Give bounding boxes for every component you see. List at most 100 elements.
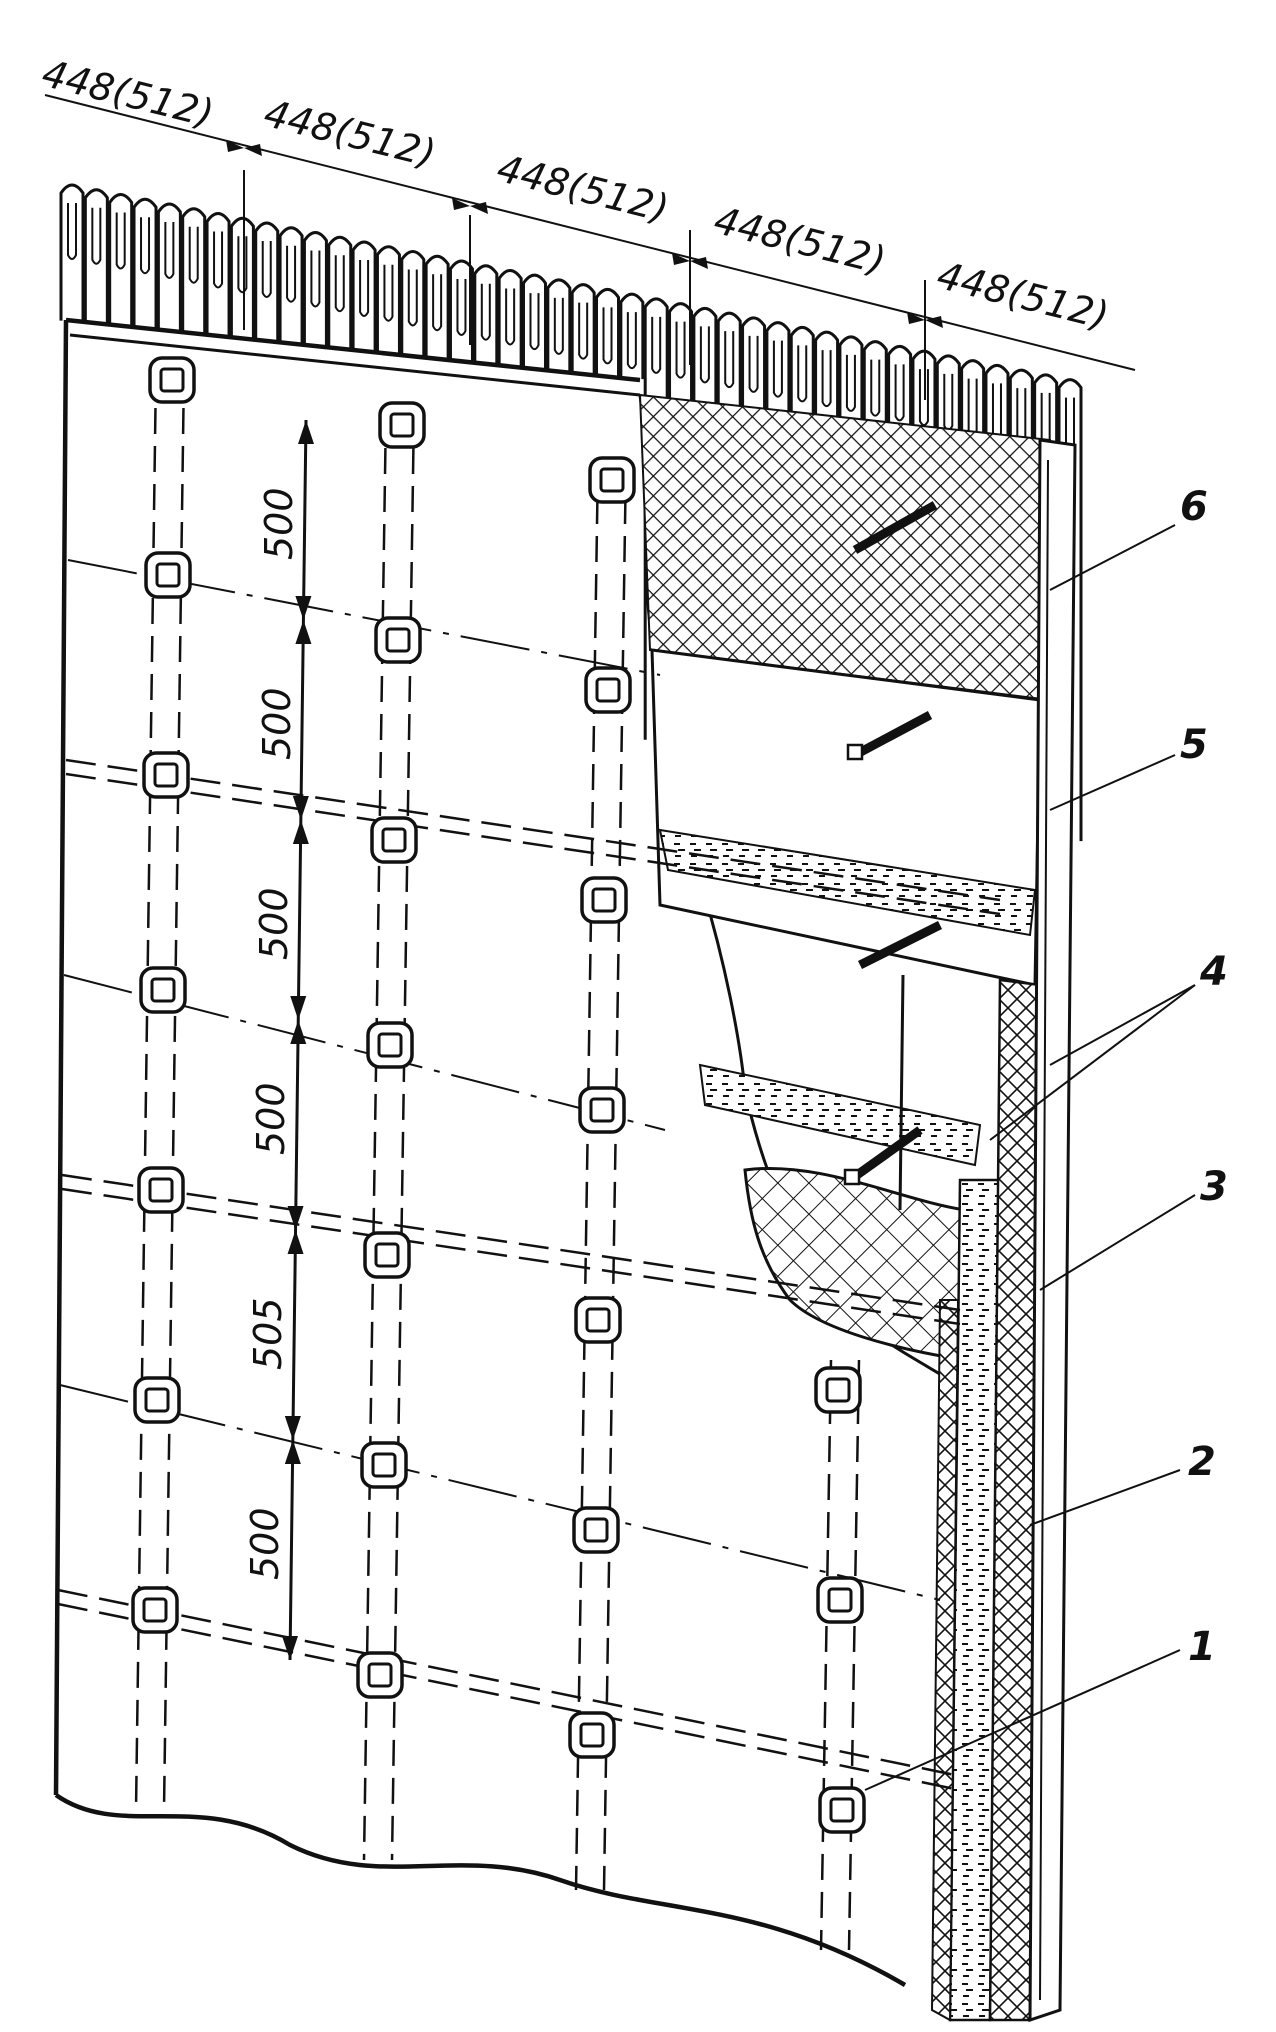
- callout-1: 1: [1188, 1624, 1216, 1670]
- clip: [588, 456, 636, 504]
- tube-inner: [699, 326, 710, 384]
- seam-line: [61, 1187, 961, 1326]
- clip: [131, 1586, 179, 1634]
- axis-line: [59, 1384, 941, 1601]
- clip: [578, 1086, 626, 1134]
- vertical-dimension-label-4: 500: [249, 1082, 293, 1155]
- tube-inner: [578, 302, 589, 360]
- dimension-arrow: [287, 1230, 304, 1254]
- callout-4: 4: [1199, 949, 1228, 995]
- vertical-dimension-label-2: 500: [255, 687, 299, 760]
- tube-inner: [261, 240, 272, 298]
- tube-inner: [359, 259, 370, 317]
- tube-inner: [480, 283, 491, 341]
- top-dimension-chain: [44, 94, 1136, 400]
- callout-5: 5: [1180, 722, 1208, 768]
- dimension-arrow: [290, 1020, 307, 1044]
- tube-inner: [91, 207, 102, 265]
- vertical-dimension-label-5: 505: [246, 1297, 290, 1370]
- tube-inner: [407, 269, 418, 327]
- tube: [497, 268, 523, 367]
- clip: [572, 1506, 620, 1554]
- tube: [302, 230, 328, 347]
- tube: [619, 292, 645, 380]
- tube-inner: [505, 288, 516, 346]
- callout-6: 6: [1180, 484, 1208, 530]
- top-dimension-label-1: 448(512): [38, 51, 218, 136]
- tube: [595, 287, 621, 377]
- tube: [59, 183, 85, 321]
- tube-inner: [918, 369, 929, 427]
- callout-leaders: [864, 524, 1196, 1791]
- clip: [568, 1711, 616, 1759]
- clip: [818, 1786, 866, 1834]
- clip: [816, 1576, 864, 1624]
- tube: [83, 188, 109, 324]
- dimension-arrow: [295, 620, 312, 644]
- tube: [351, 240, 377, 352]
- tube: [278, 226, 304, 344]
- tube: [327, 235, 353, 349]
- clip: [580, 876, 628, 924]
- callout-3: 3: [1200, 1164, 1228, 1210]
- dimension-arrow: [298, 420, 314, 444]
- vertical-dimension-chain: [282, 419, 314, 1661]
- tube-inner: [140, 217, 151, 275]
- tube-inner: [383, 264, 394, 322]
- clip: [370, 816, 418, 864]
- tube-inner: [529, 293, 540, 351]
- tube: [229, 216, 255, 339]
- tube-inner: [237, 236, 248, 294]
- clip: [360, 1441, 408, 1489]
- clip: [363, 1231, 411, 1279]
- clip: [139, 966, 187, 1014]
- clip-connectors: [131, 356, 866, 1834]
- top-dimension-label-2: 448(512): [260, 91, 440, 176]
- clip: [584, 666, 632, 714]
- clip: [366, 1021, 414, 1069]
- dimension-arrow: [295, 596, 312, 620]
- clip: [356, 1651, 404, 1699]
- tube: [448, 259, 474, 362]
- clip: [137, 1166, 185, 1214]
- tube-inner: [553, 297, 564, 355]
- top-dimension-label-3: 448(512): [493, 146, 673, 231]
- tube: [473, 264, 499, 364]
- tube-inner: [675, 321, 686, 379]
- tube-inner: [772, 340, 783, 398]
- vertical-dimension-label-3: 500: [252, 887, 296, 960]
- dimension-arrow: [284, 1440, 301, 1464]
- dimension-arrow: [292, 820, 309, 844]
- tube: [400, 249, 426, 357]
- tube-inner: [310, 250, 321, 308]
- seam-line: [65, 772, 1001, 916]
- tube-inner: [188, 226, 199, 284]
- tube: [181, 207, 207, 334]
- clip: [148, 356, 196, 404]
- tube-inner: [286, 245, 297, 303]
- tube-inner: [334, 255, 345, 313]
- tube-inner: [213, 231, 224, 289]
- tube-inner: [870, 359, 881, 417]
- tube-inner: [797, 345, 808, 403]
- tube-inner: [651, 316, 662, 374]
- dimension-arrow: [292, 796, 309, 820]
- tube: [254, 221, 280, 341]
- clip: [574, 1296, 622, 1344]
- tube-inner: [626, 312, 637, 370]
- clip: [378, 401, 426, 449]
- tube: [205, 212, 231, 336]
- tube-inner: [115, 212, 126, 270]
- seam-line: [65, 758, 1001, 902]
- tube-inner: [602, 307, 613, 365]
- band-edge: [819, 1359, 833, 1951]
- tube-inner: [67, 203, 77, 260]
- tube-inner: [821, 350, 832, 408]
- tube: [570, 283, 596, 375]
- tube: [546, 278, 572, 372]
- band-edge: [847, 1359, 861, 1951]
- tube-inner: [724, 331, 735, 389]
- clip: [374, 616, 422, 664]
- tube-inner: [432, 274, 443, 332]
